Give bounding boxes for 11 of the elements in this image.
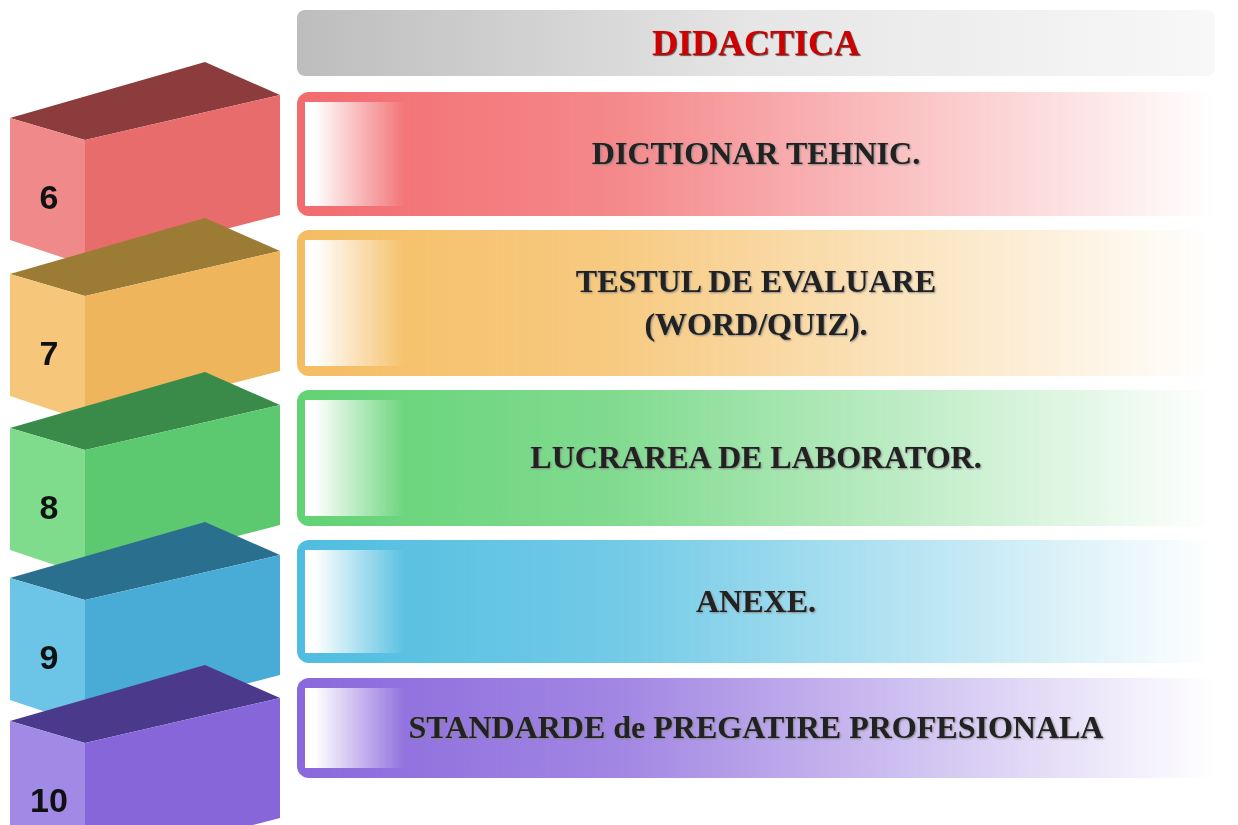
bar-text: TESTUL DE EVALUARE (WORD/QUIZ). [574,261,938,344]
step-number: 10 [29,780,69,821]
step-number: 8 [38,487,60,528]
bar-text: LUCRAREA DE LABORATOR. [530,438,982,478]
bar-text: STANDARDE de PREGATIRE PROFESIONALA [408,708,1104,748]
step-number: 6 [38,177,60,218]
step-number: 7 [38,333,60,374]
bar-text: DICTIONAR TEHNIC. [591,134,921,174]
title-text: DIDACTICA [652,22,860,65]
step-number: 9 [38,637,60,678]
bar-text: ANEXE. [696,581,816,621]
